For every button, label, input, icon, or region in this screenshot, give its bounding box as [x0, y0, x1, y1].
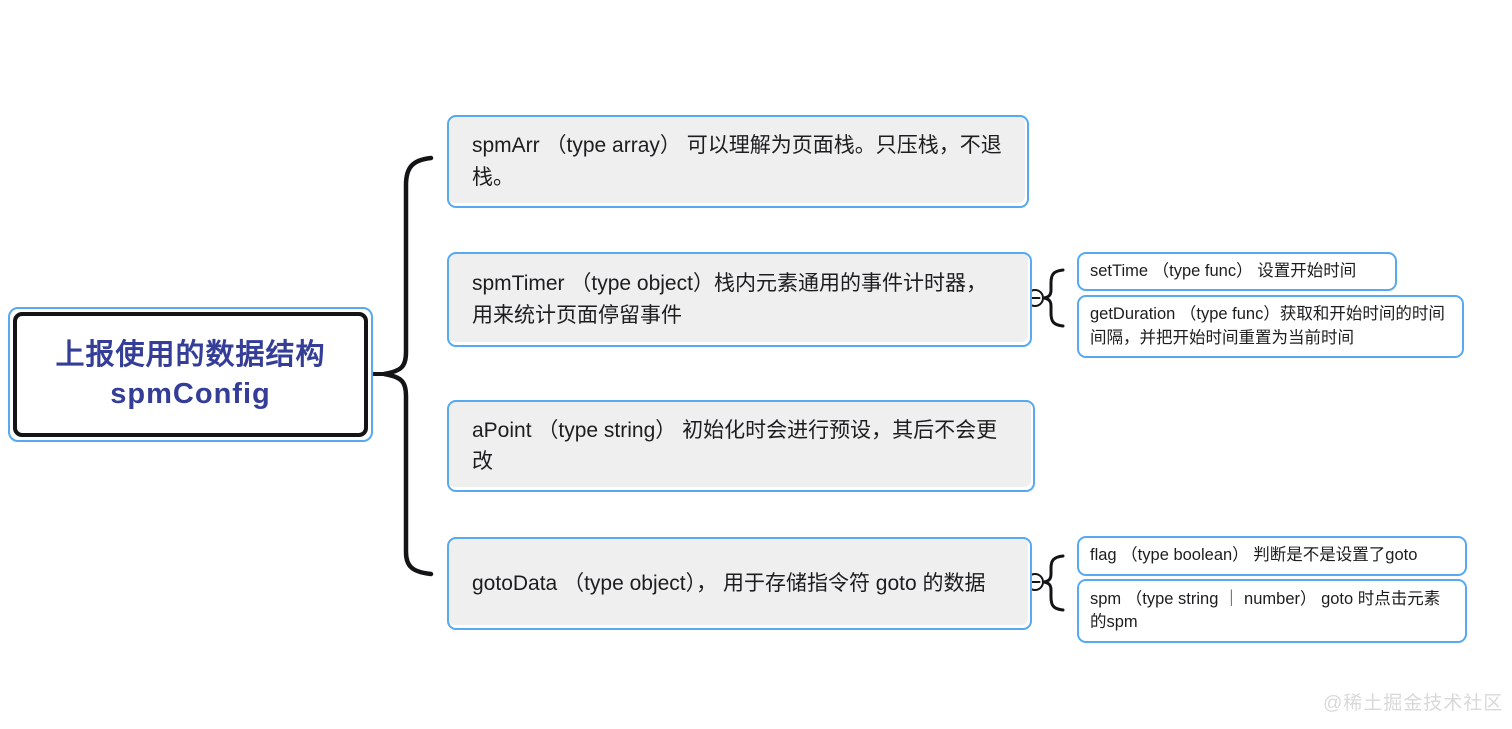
spmtimer-sub-brace: [1043, 268, 1065, 328]
root-title-line1: 上报使用的数据结构: [55, 339, 326, 372]
node-spm[interactable]: spm （type string ｜ number） goto 时点击元素的sp…: [1077, 579, 1467, 643]
node-spm-label: spm （type string ｜ number） goto 时点击元素的sp…: [1090, 589, 1441, 631]
node-flag[interactable]: flag （type boolean） 判断是不是设置了goto: [1077, 536, 1467, 576]
node-flag-label: flag （type boolean） 判断是不是设置了goto: [1090, 546, 1418, 565]
root-node-inner-frame: 上报使用的数据结构 spmConfig: [13, 312, 368, 437]
node-settime[interactable]: setTime （type func） 设置开始时间: [1077, 252, 1397, 291]
watermark-text: @稀土掘金技术社区: [1323, 693, 1504, 714]
node-apoint-label: aPoint （type string） 初始化时会进行预设，其后不会更改: [472, 418, 998, 474]
node-gotodata[interactable]: gotoData （type object）， 用于存储指令符 goto 的数据: [447, 537, 1032, 630]
gotodata-sub-brace: [1043, 554, 1065, 612]
main-branch-brace: [383, 155, 434, 577]
root-node-spmconfig[interactable]: 上报使用的数据结构 spmConfig: [8, 307, 373, 442]
node-getduration-label: getDuration （type func）获取和开始时间的时间间隔，并把开始…: [1090, 305, 1445, 347]
node-getduration[interactable]: getDuration （type func）获取和开始时间的时间间隔，并把开始…: [1077, 295, 1464, 358]
node-settime-label: setTime （type func） 设置开始时间: [1090, 261, 1357, 280]
node-spmarr-label: spmArr （type array） 可以理解为页面栈。只压栈，不退栈。: [472, 134, 1002, 189]
node-spmtimer-label: spmTimer （type object）栈内元素通用的事件计时器，用来统计页…: [472, 272, 987, 327]
node-spmtimer[interactable]: spmTimer （type object）栈内元素通用的事件计时器，用来统计页…: [447, 252, 1032, 347]
root-title-line2: spmConfig: [110, 377, 271, 410]
node-gotodata-label: gotoData （type object）， 用于存储指令符 goto 的数据: [472, 571, 986, 595]
node-spmarr[interactable]: spmArr （type array） 可以理解为页面栈。只压栈，不退栈。: [447, 115, 1029, 208]
node-apoint[interactable]: aPoint （type string） 初始化时会进行预设，其后不会更改: [447, 400, 1035, 492]
